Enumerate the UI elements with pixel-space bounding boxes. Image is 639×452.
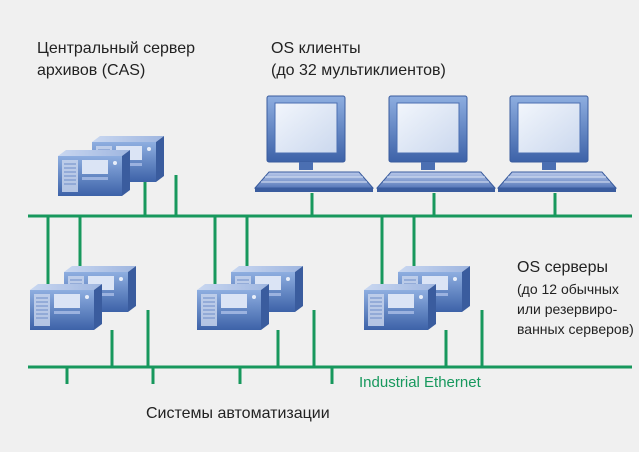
cas-label-line-1: Центральный сервер bbox=[37, 40, 195, 57]
os-server-group-1 bbox=[29, 265, 137, 331]
os-clients-label: OS клиенты (до 32 мультиклиентов) bbox=[271, 38, 446, 82]
automation-systems-label: Системы автоматизации bbox=[146, 405, 330, 422]
os-clients-group bbox=[254, 95, 617, 193]
os-server-2a-icon bbox=[196, 283, 270, 331]
os-servers-label-line-4: ванных серверов) bbox=[517, 321, 634, 337]
os-clients-label-line-2: (до 32 мультиклиентов) bbox=[271, 62, 446, 79]
os-client-3-icon bbox=[497, 95, 617, 193]
os-client-1-icon bbox=[254, 95, 374, 193]
cas-server-group bbox=[57, 135, 165, 197]
os-server-3a-icon bbox=[363, 283, 437, 331]
cas-label: Центральный сервер архивов (CAS) bbox=[37, 38, 195, 82]
os-servers-label: OS серверы (до 12 обычных или резервиро-… bbox=[517, 257, 634, 339]
os-server-1a-icon bbox=[29, 283, 103, 331]
os-servers-label-line-1: OS серверы bbox=[517, 259, 608, 276]
industrial-ethernet-bus bbox=[28, 310, 632, 384]
industrial-ethernet-label: Industrial Ethernet bbox=[359, 374, 481, 391]
os-client-2-icon bbox=[376, 95, 496, 193]
upper-bus bbox=[28, 175, 632, 286]
os-server-group-2 bbox=[196, 265, 304, 331]
os-servers-label-line-3: или резервиро- bbox=[517, 301, 618, 317]
cas-label-line-2: архивов (CAS) bbox=[37, 62, 146, 79]
os-clients-label-line-1: OS клиенты bbox=[271, 40, 361, 57]
os-server-group-3 bbox=[363, 265, 471, 331]
os-servers-label-line-2: (до 12 обычных bbox=[517, 281, 619, 297]
cas-server-front-icon bbox=[57, 149, 131, 197]
